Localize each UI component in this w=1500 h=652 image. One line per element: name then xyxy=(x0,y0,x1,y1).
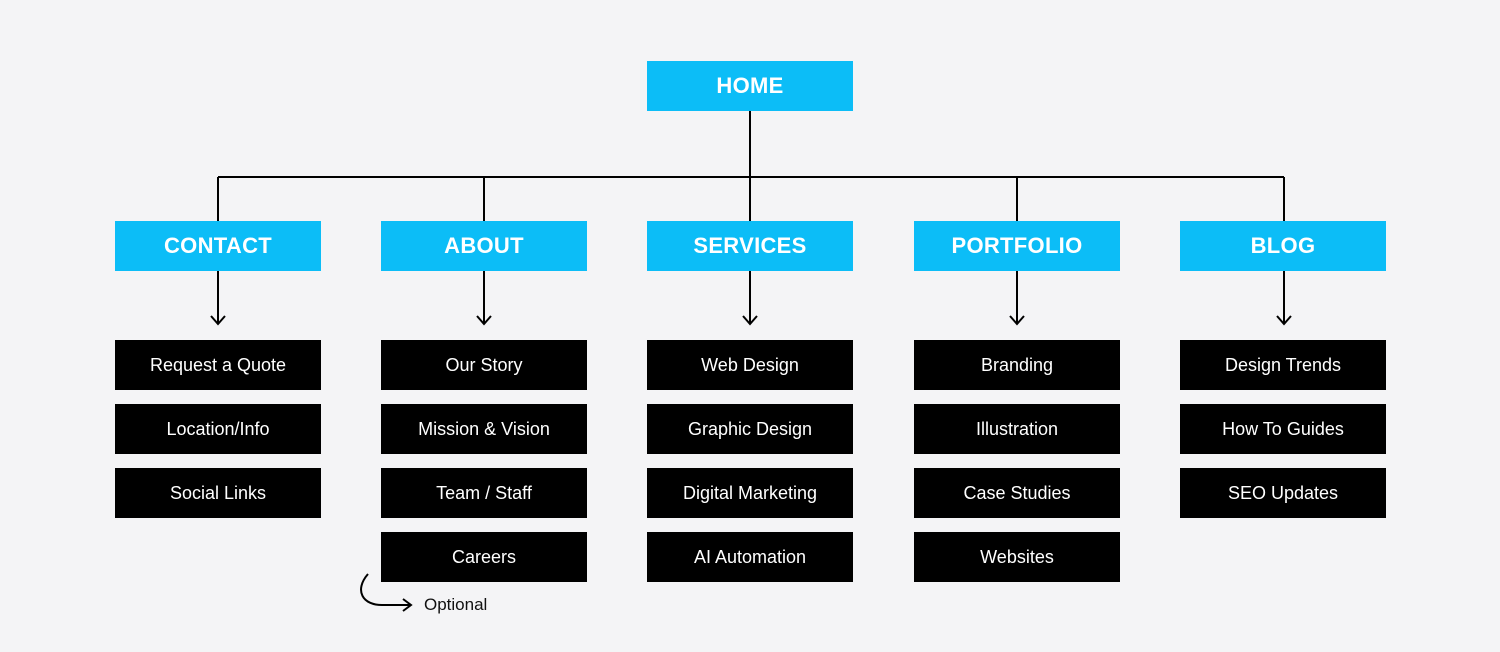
home-label: HOME xyxy=(716,73,784,98)
page-node: Careers xyxy=(381,532,587,582)
section-label: BLOG xyxy=(1250,233,1316,258)
page-node: Web Design xyxy=(647,340,853,390)
page-node: Mission & Vision xyxy=(381,404,587,454)
down-arrow-contact xyxy=(210,271,226,326)
page-label: Branding xyxy=(980,354,1054,375)
page-label: Request a Quote xyxy=(149,354,287,375)
section-label: ABOUT xyxy=(444,233,524,258)
section-contact: CONTACT xyxy=(115,221,321,271)
section-label: SERVICES xyxy=(693,233,807,258)
down-arrows xyxy=(210,271,1292,326)
page-label: Team / Staff xyxy=(436,482,532,503)
down-arrow-blog xyxy=(1276,271,1292,326)
page-label: AI Automation xyxy=(693,546,807,567)
page-label: Social Links xyxy=(169,482,267,503)
page-node: Location/Info xyxy=(115,404,321,454)
page-label: Location/Info xyxy=(166,418,270,439)
section-portfolio: PORTFOLIO xyxy=(914,221,1120,271)
page-node: SEO Updates xyxy=(1180,468,1386,518)
section-services: SERVICES xyxy=(647,221,853,271)
page-node: Illustration xyxy=(914,404,1120,454)
page-node: How To Guides xyxy=(1180,404,1386,454)
section-label: CONTACT xyxy=(163,233,272,258)
page-label: Case Studies xyxy=(963,482,1071,503)
page-label: Web Design xyxy=(701,354,799,375)
page-label: Careers xyxy=(451,546,517,567)
down-arrow-portfolio xyxy=(1009,271,1025,326)
page-node: Request a Quote xyxy=(115,340,321,390)
page-label: Illustration xyxy=(975,418,1059,439)
section-label: PORTFOLIO xyxy=(951,233,1083,258)
section-blog: BLOG xyxy=(1180,221,1386,271)
page-label: How To Guides xyxy=(1222,418,1344,439)
section-about: ABOUT xyxy=(381,221,587,271)
optional-curved-arrow-icon xyxy=(360,573,413,612)
page-node: Branding xyxy=(914,340,1120,390)
page-label: Design Trends xyxy=(1224,354,1342,375)
page-node: Case Studies xyxy=(914,468,1120,518)
home-node: HOME xyxy=(647,61,853,111)
page-label: SEO Updates xyxy=(1227,482,1339,503)
page-label: Mission & Vision xyxy=(418,418,550,439)
page-label: Digital Marketing xyxy=(682,482,818,503)
page-node: Design Trends xyxy=(1180,340,1386,390)
page-node: Our Story xyxy=(381,340,587,390)
down-arrow-services xyxy=(742,271,758,326)
page-label: Graphic Design xyxy=(687,418,813,439)
down-arrow-about xyxy=(476,271,492,326)
optional-note: Optional xyxy=(424,595,487,615)
page-node: Digital Marketing xyxy=(647,468,853,518)
page-label: Our Story xyxy=(445,354,523,375)
page-node: Team / Staff xyxy=(381,468,587,518)
page-node: Social Links xyxy=(115,468,321,518)
page-node: Websites xyxy=(914,532,1120,582)
page-node: Graphic Design xyxy=(647,404,853,454)
page-node: AI Automation xyxy=(647,532,853,582)
page-label: Websites xyxy=(980,546,1054,567)
optional-note-label: Optional xyxy=(424,595,488,614)
